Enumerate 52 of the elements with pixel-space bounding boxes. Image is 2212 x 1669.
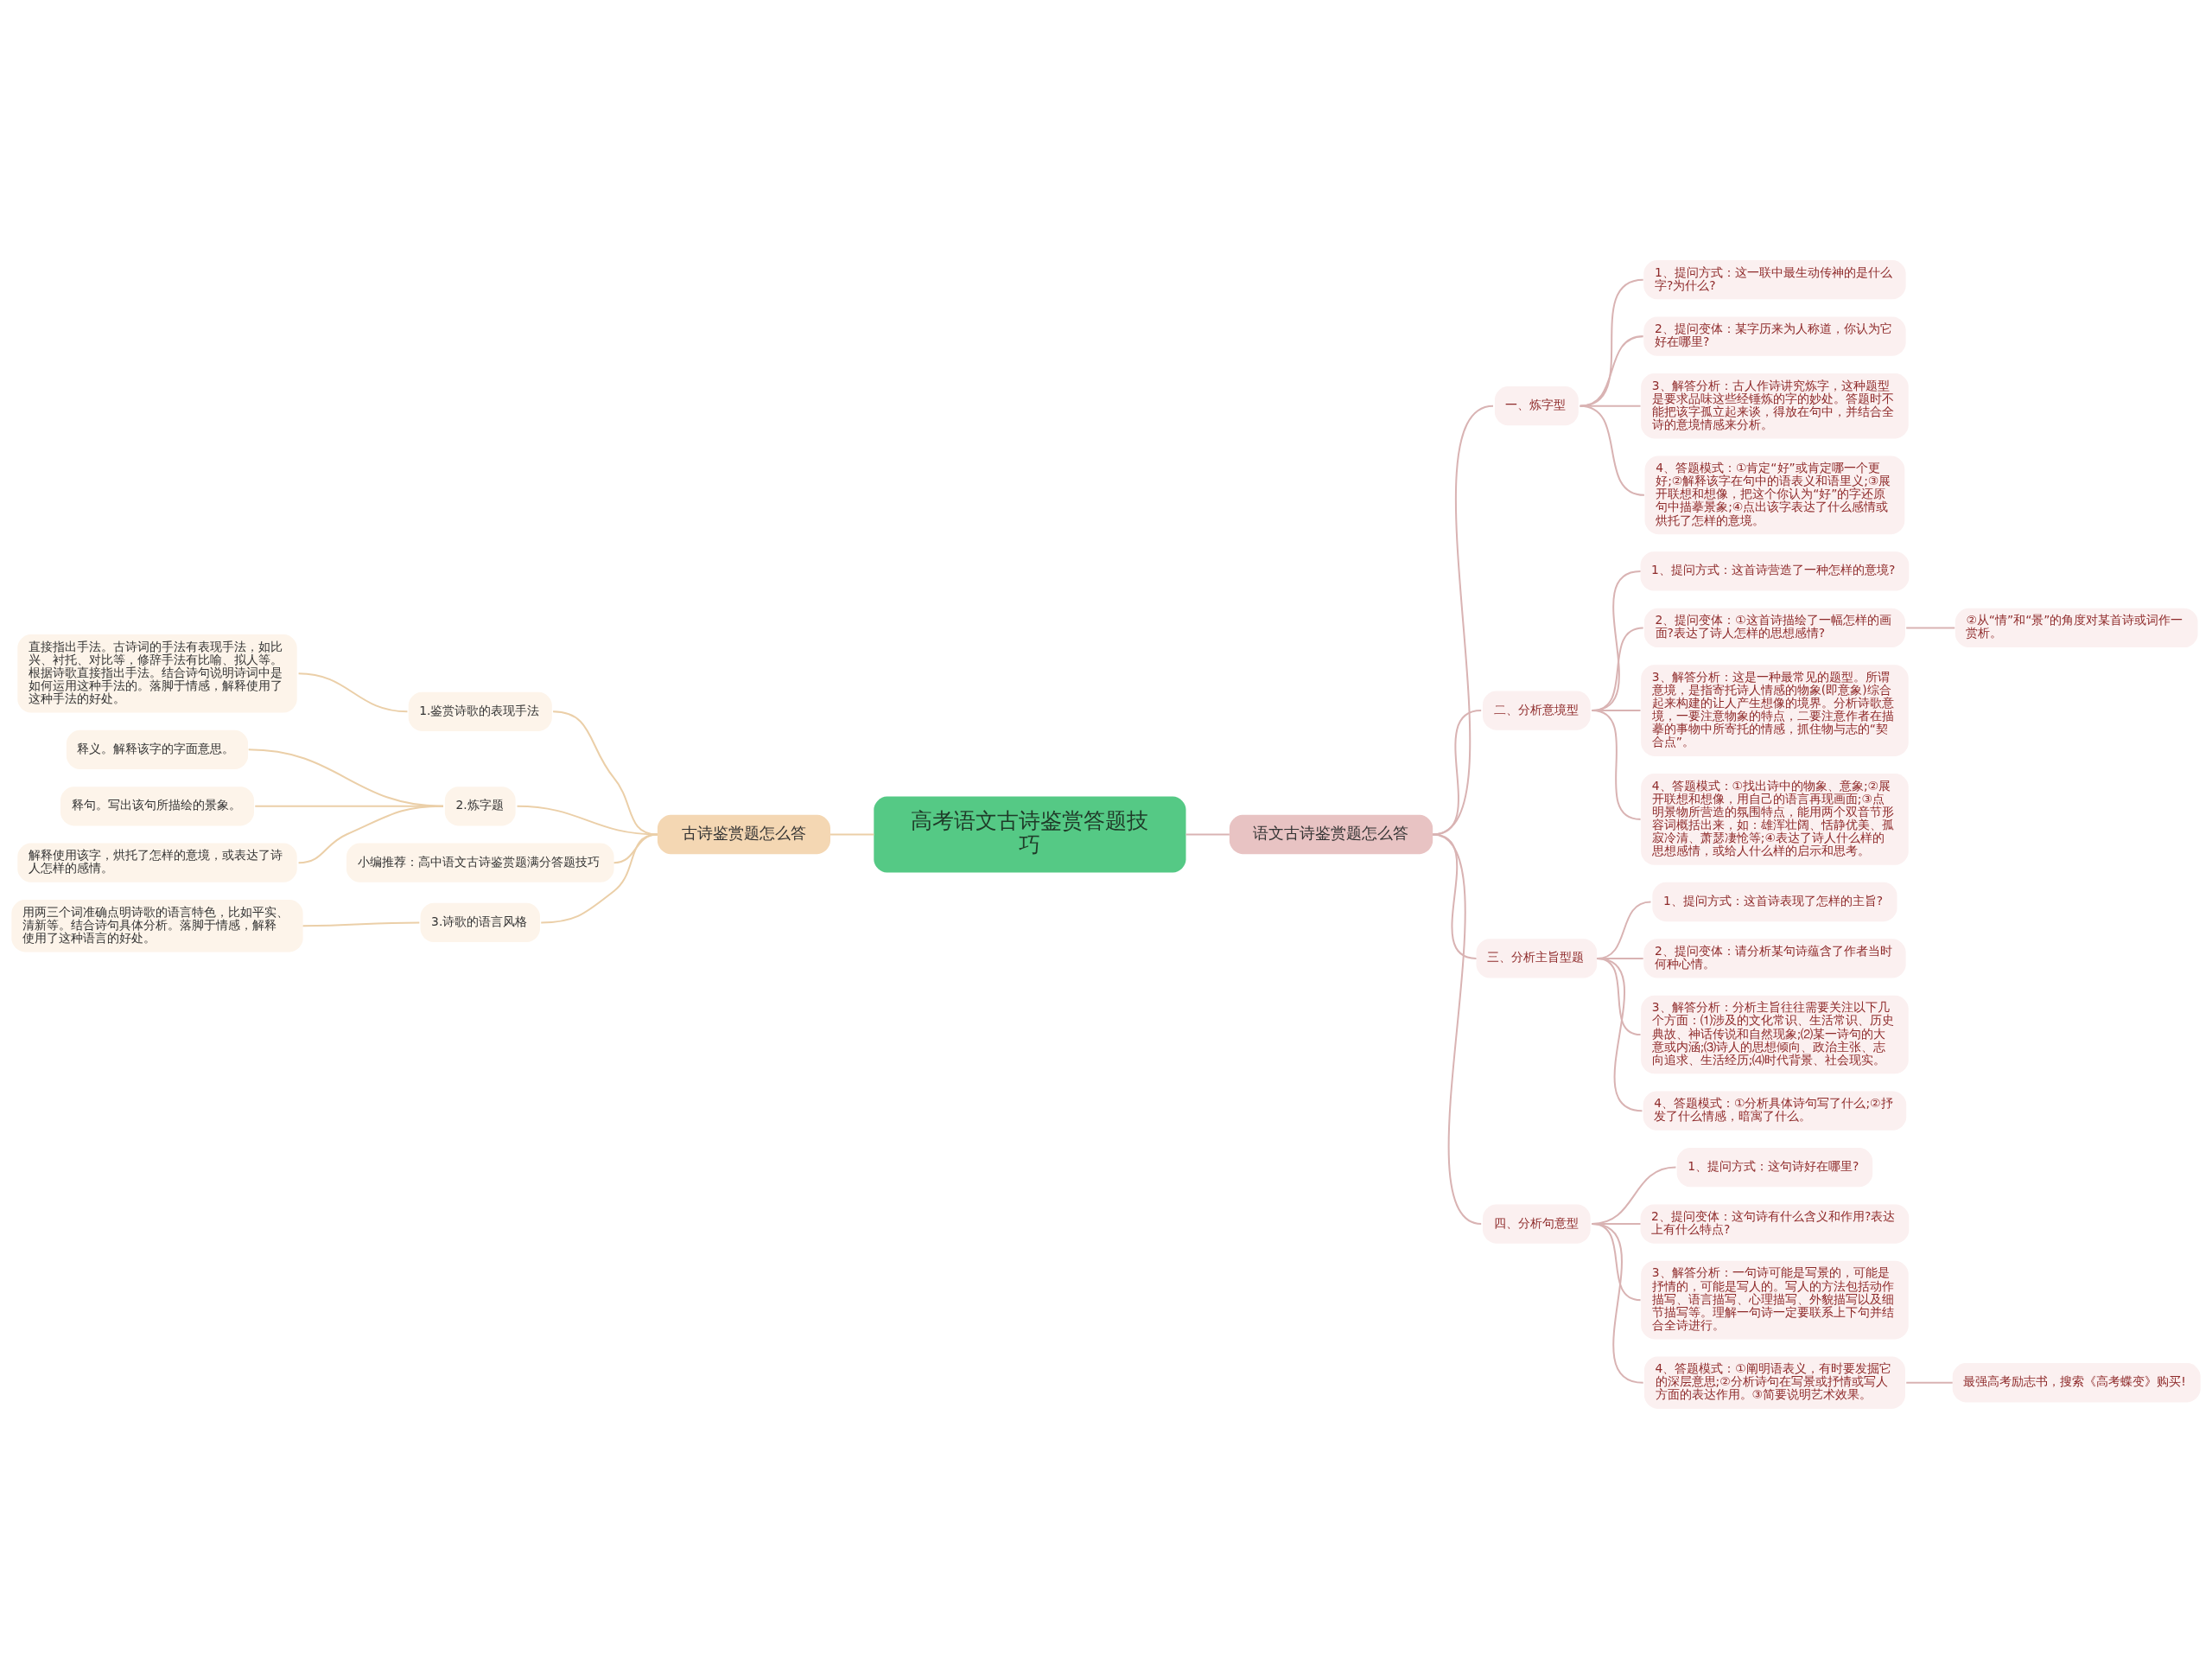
connector	[1185, 833, 1230, 836]
node-box: 4、答题模式：①阐明语表义，有时要发掘它的深层意思;②分析诗句在写景或抒情或写人方面的表达作用。③简要说明艺术效果。	[1643, 1356, 1905, 1409]
node-box: 释句。写出该句所描绘的景象。	[60, 787, 254, 826]
node-box: 四、分析句意型	[1483, 1204, 1591, 1244]
node-box: 2、提问变体：请分析某句诗蕴含了作者当时何种心情。	[1643, 939, 1906, 978]
connector	[1432, 710, 1482, 836]
connector	[298, 805, 443, 864]
node-box: ②从“情”和“景”的角度对某首诗或词作一赏析。	[1955, 608, 2198, 648]
node-box: 直接指出手法。古诗词的手法有表现手法，如比兴、衬托、对比等，修辞手法有比喻、拟人等。根据诗歌直接指出手法。结合诗句说明诗词中是如何运用这种手法的。落脚于情感，解释使用了这种手法的好处。	[17, 634, 297, 713]
connector	[517, 805, 658, 836]
node-box: 语文古诗鉴赏题怎么答	[1229, 814, 1433, 855]
node-box: 解释使用该字，烘托了怎样的意境，或表达了诗人怎样的感情。	[17, 843, 297, 882]
connector	[1432, 405, 1494, 836]
connector	[1580, 335, 1643, 407]
node-box: 4、答题模式：①肯定“好”或肯定哪一个更好;②解释该字在句中的语表义和语里义;③展开联想和想像，把这个你认为“好”的字还原句中描摹景象;④点出该字表达了什么感情或烘托了怎样的意境。	[1644, 455, 1905, 535]
node-box: 2.炼字题	[444, 787, 516, 826]
connector	[1592, 1223, 1643, 1384]
node-box: 3、解答分析：一句诗可能是写景的，可能是抒情的，可能是写人的。写人的方法包括动作描写、语言描写、心理描写、外貌描写以及细节描写等。理解一句诗一定要联系上下句并结合全诗进行。	[1641, 1260, 1909, 1340]
connector	[302, 921, 420, 927]
connector	[1580, 405, 1645, 496]
connector	[1597, 957, 1643, 1112]
node-box: 1、提问方式：这首诗营造了一种怎样的意境?	[1640, 551, 1910, 591]
connector	[1580, 278, 1643, 407]
node-box: 古诗鉴赏题怎么答	[657, 814, 830, 855]
node-box: 高考语文古诗鉴赏答题技巧	[874, 796, 1186, 873]
node-box: 用两三个词准确点明诗歌的语言特色，比如平实、清新等。结合诗句具体分析。落脚于情感，解释使用了这种语言的好处。	[11, 900, 303, 952]
node-box: 小编推荐：高中语文古诗鉴赏题满分答题技巧	[346, 843, 614, 882]
node-box: 二、分析意境型	[1483, 691, 1591, 730]
node-box: 最强高考励志书，搜索《高考蝶变》购买!	[1952, 1363, 2201, 1403]
node-box: 1、提问方式：这首诗表现了怎样的主旨?	[1652, 882, 1897, 922]
node-box: 2、提问变体：①这首诗描绘了一幅怎样的画面?表达了诗人怎样的思想感情?	[1643, 608, 1905, 648]
node-box: 3、解答分析：这是一种最常见的题型。所谓意境，是指寄托诗人情感的物象(即意象)综合起来构建的让人产生想像的境界。分析诗歌意境，一要注意物象的特点，二要注意作者在描摹的事物中所寄托的情感，抓住物与志的“契合点”。	[1641, 665, 1909, 756]
node-box: 1、提问方式：这一联中最生动传神的是什么字?为什么?	[1643, 260, 1906, 300]
node-box: 3、解答分析：分析主旨往往需要关注以下几个方面：⑴涉及的文化常识、生活常识、历史典故、神话传说和自然现象;⑵某一诗句的大意或内涵;⑶诗人的思想倾向、政治主张、志向追求、生活经历;⑷时代背景、社会现实。	[1641, 995, 1909, 1074]
node-box: 三、分析主旨型题	[1476, 939, 1598, 978]
node-box: 2、提问变体：这句诗有什么含义和作用?表达上有什么特点?	[1640, 1204, 1910, 1244]
connector	[1906, 1381, 1953, 1384]
connector	[830, 833, 874, 836]
node-box: 一、炼字型	[1494, 386, 1579, 426]
node-box: 1、提问方式：这句诗好在哪里?	[1676, 1147, 1873, 1188]
node-box: 3.诗歌的语言风格	[420, 902, 540, 943]
node-box: 3、解答分析：古人作诗讲究炼字，这种题型是要求品味这些经锤炼的字的妙处。答题时不能把该字孤立起来谈，得放在句中，并结合全诗的意境情感来分析。	[1641, 373, 1909, 439]
node-box: 1.鉴赏诗歌的表现手法	[408, 691, 552, 731]
connector	[1432, 833, 1482, 1225]
node-box: 4、答题模式：①找出诗中的物象、意象;②展开联想和想像，用自己的语言再现画面;③点明景物所营造的氛围特点，能用两个双音节形容词概括出来，如：雄浑壮阔、恬静优美、孤寂冷清、萧瑟凄怆等;④表达了诗人什么样的思想感情，或给人什么样的启示和思考。	[1641, 774, 1909, 865]
connector	[1592, 710, 1641, 820]
connector	[298, 672, 408, 713]
node-box: 释义。解释该字的字面意思。	[66, 729, 249, 769]
node-box: 2、提问变体：某字历来为人称道，你认为它好在哪里?	[1643, 316, 1906, 356]
node-box: 4、答题模式：①分析具体诗句写了什么;②抒发了什么情感，暗寓了什么。	[1643, 1091, 1907, 1131]
connector	[1906, 627, 1955, 629]
connector	[541, 833, 658, 924]
